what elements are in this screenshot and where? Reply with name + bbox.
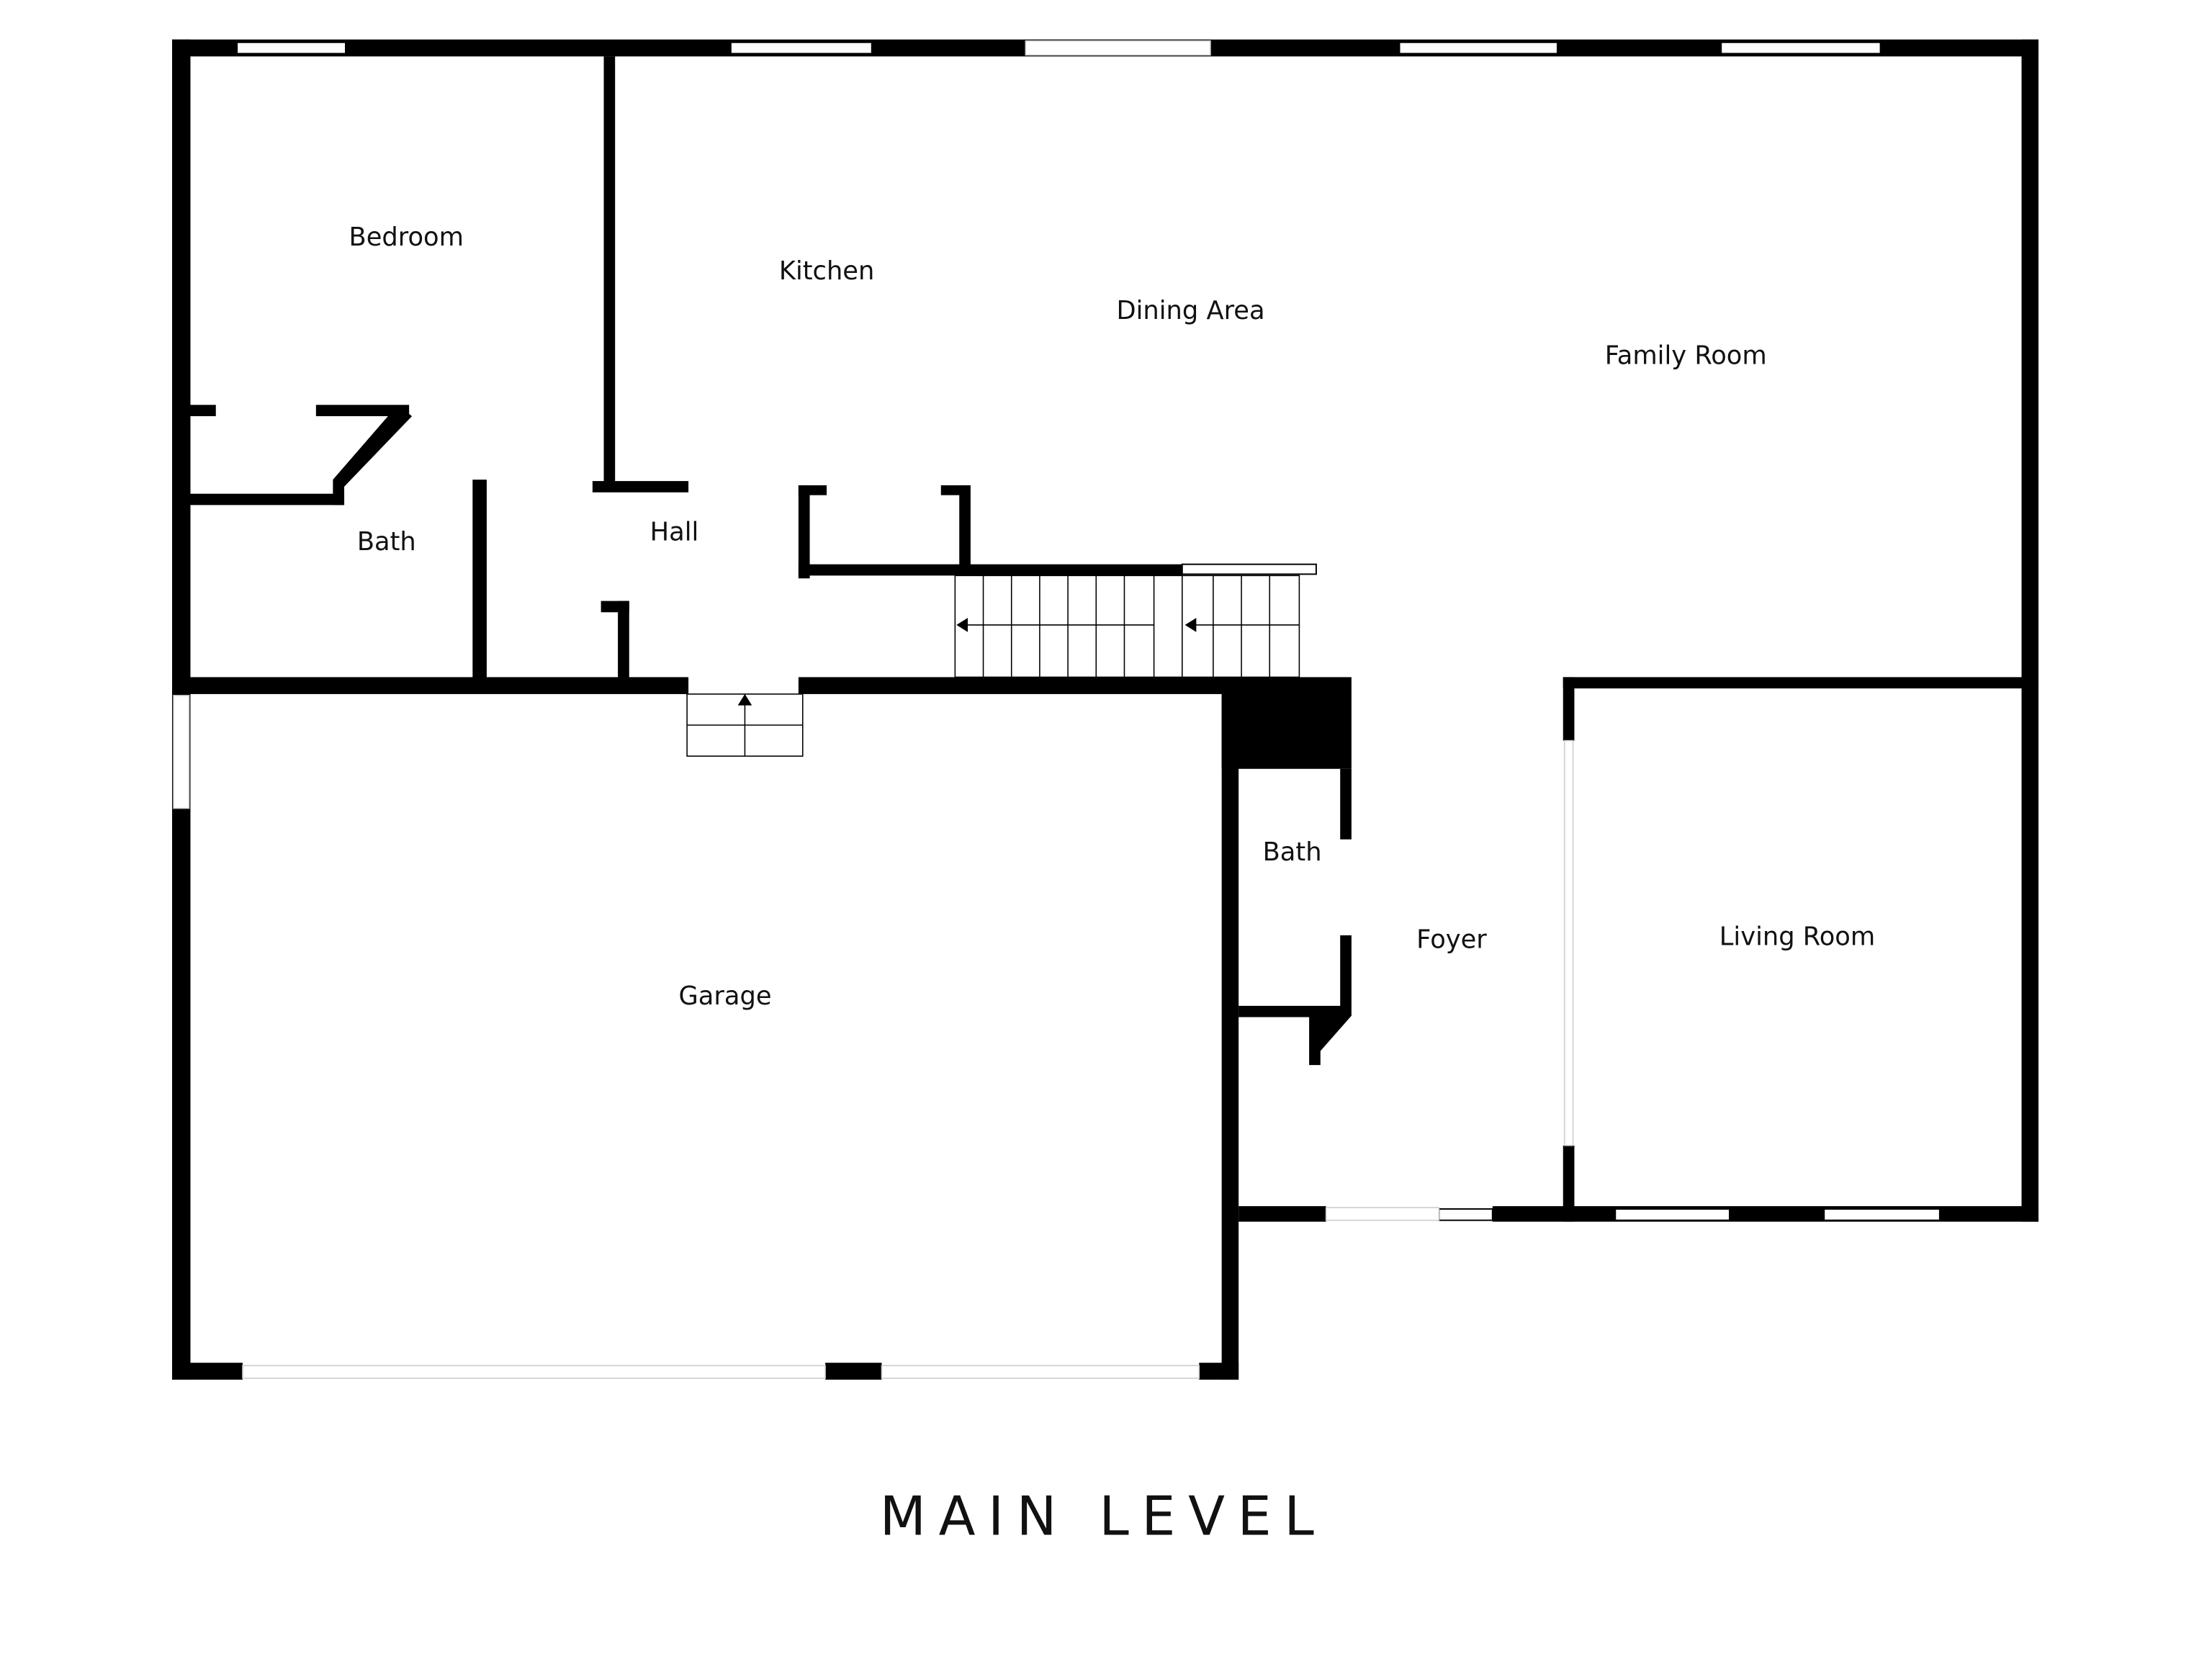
openings [173, 40, 1574, 1379]
room-label-kitchen: Kitchen [779, 256, 874, 286]
room-label-dining-area: Dining Area [1116, 296, 1264, 325]
room-label-living-room: Living Room [1719, 922, 1875, 952]
room-label-bedroom: Bedroom [349, 222, 464, 252]
room-label-bath-upper: Bath [357, 527, 416, 557]
room-labels: Bedroom Kitchen Dining Area Family Room … [349, 222, 1876, 1011]
staircase [686, 563, 1317, 757]
level-title: MAIN LEVEL [880, 1485, 1327, 1548]
room-label-foyer: Foyer [1416, 925, 1487, 955]
room-label-family-room: Family Room [1605, 341, 1767, 370]
windows [236, 41, 1941, 1221]
room-label-hall: Hall [650, 517, 699, 547]
room-label-garage: Garage [678, 981, 771, 1011]
room-label-bath-lower: Bath [1263, 837, 1322, 867]
